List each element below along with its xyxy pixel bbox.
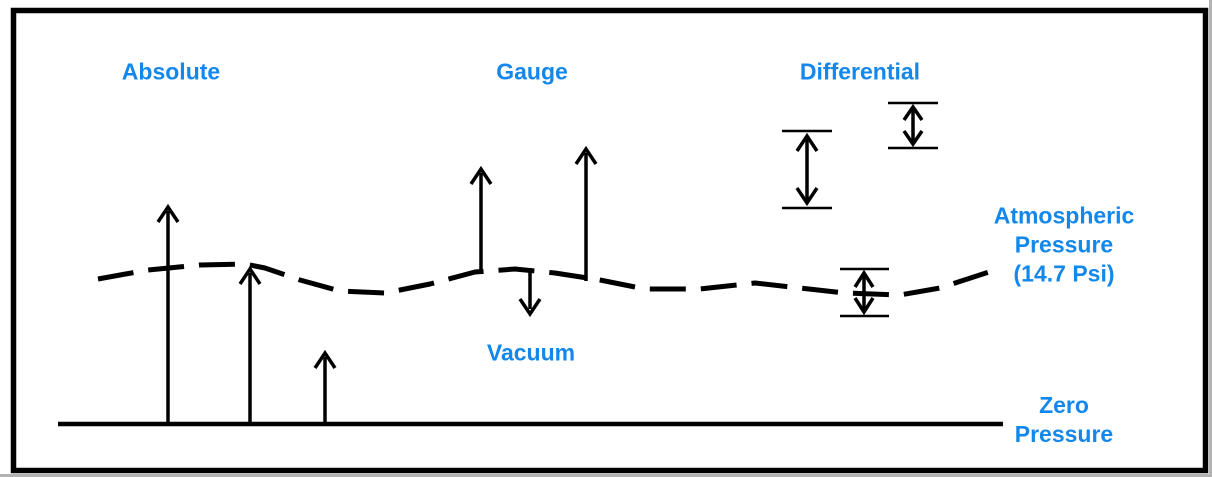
arrowhead-down-icon [518, 298, 542, 318]
zero-pressure-label-line1: Zero [1039, 392, 1089, 418]
atmospheric-pressure-label-line3: (14.7 Psi) [1013, 260, 1115, 287]
arrowhead-down-icon [902, 130, 924, 148]
differential-arrow-1 [782, 129, 832, 210]
vacuum-label: Vacuum [486, 339, 576, 366]
gauge-label: Gauge [496, 58, 568, 85]
vacuum-arrow [518, 268, 542, 318]
arrowhead-up-icon [853, 269, 875, 288]
arrowhead-up-icon [238, 265, 262, 285]
zero-pressure-label-line2: Pressure [1014, 421, 1114, 447]
differential-label: Differential [799, 58, 921, 85]
atmospheric-pressure-label-line2: Pressure [1014, 231, 1114, 258]
atmospheric-pressure-label: Atmospheric Pressure (14.7 Psi) [994, 202, 1135, 289]
atmospheric-pressure-line [97, 261, 993, 298]
differential-arrow-2 [888, 101, 938, 150]
zero-pressure-label: Zero Pressure [1015, 391, 1113, 449]
absolute-arrow-3 [313, 349, 337, 424]
gauge-arrow-2 [574, 145, 598, 281]
arrowhead-up-icon [902, 103, 924, 121]
differential-arrow-3 [840, 267, 889, 318]
arrowhead-down-icon [795, 187, 819, 207]
arrowhead-up-icon [469, 165, 493, 185]
arrowhead-up-icon [156, 203, 180, 223]
absolute-arrow-2 [238, 265, 262, 424]
arrowhead-up-icon [795, 132, 819, 152]
arrowhead-up-icon [313, 349, 337, 369]
arrowhead-down-icon [853, 297, 875, 316]
absolute-label: Absolute [121, 58, 221, 85]
absolute-arrow-1 [156, 203, 180, 424]
gauge-arrow-1 [469, 165, 493, 272]
arrowhead-up-icon [574, 145, 598, 165]
atmospheric-pressure-label-line1: Atmospheric [993, 202, 1135, 229]
diagram-border [10, 7, 1209, 474]
